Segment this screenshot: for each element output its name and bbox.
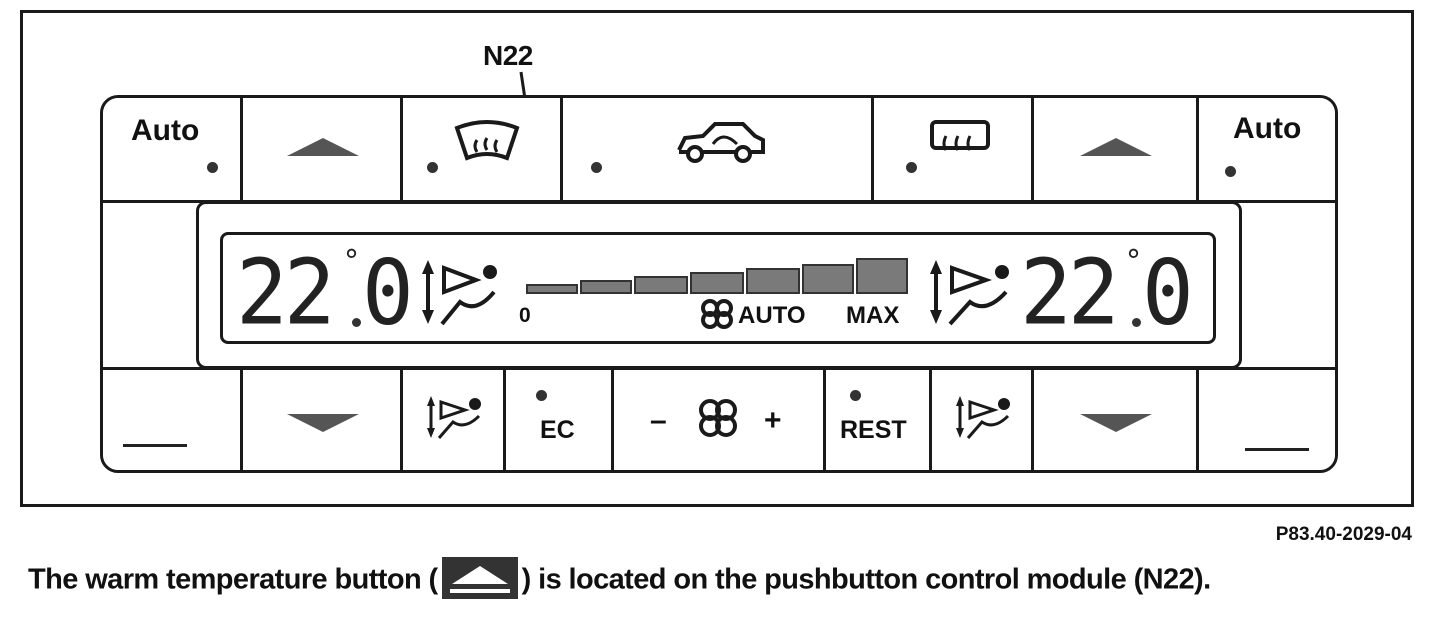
off-right-button[interactable]	[1196, 367, 1335, 470]
fan-level-bar-6	[802, 264, 854, 294]
cool-temp-left-button[interactable]	[240, 367, 403, 470]
warm-temp-button-icon	[441, 557, 518, 599]
rest-label: REST	[840, 416, 907, 444]
rest-indicator	[850, 390, 861, 401]
fan-max-label: MAX	[846, 302, 900, 329]
auto-right-button[interactable]: Auto	[1196, 98, 1335, 203]
diagram-frame	[20, 10, 1414, 507]
left-degree-symbol: °	[344, 244, 359, 279]
warm-temp-left-button[interactable]	[240, 98, 403, 203]
triangle-down-icon	[287, 414, 359, 432]
economy-label: EC	[540, 416, 575, 444]
windshield-defrost-icon	[454, 120, 520, 161]
rear-defrost-indicator	[906, 162, 917, 173]
auto-left-indicator	[207, 162, 218, 173]
left-decimal-point	[352, 318, 361, 327]
triangle-up-icon	[287, 138, 359, 156]
fan-auto-label: AUTO	[738, 302, 806, 329]
auto-left-label: Auto	[131, 114, 200, 147]
rear-defrost-button[interactable]	[871, 98, 1034, 203]
off-right-dash	[1245, 448, 1309, 451]
recirculation-indicator	[591, 162, 602, 173]
fan-level-bar-2	[580, 280, 632, 294]
recirculation-button[interactable]	[560, 98, 874, 203]
figure-caption: The warm temperature button ( ) is locate…	[28, 557, 1212, 602]
fan-min-label: 0	[519, 304, 531, 327]
off-left-dash	[123, 444, 187, 447]
air-distribution-icon	[422, 260, 497, 326]
fan-level-bar-5	[746, 268, 800, 294]
right-degree-symbol: °	[1126, 244, 1141, 279]
fan-icon	[701, 299, 733, 329]
economy-indicator	[536, 390, 547, 401]
rear-defrost-icon	[930, 120, 990, 151]
fan-level-bar-3	[634, 276, 688, 294]
figure-reference-code: P83.40-2029-04	[1275, 524, 1412, 545]
pushbutton-control-module	[100, 95, 1338, 473]
right-temp-decimal: 0	[1142, 240, 1194, 346]
defrost-indicator	[427, 162, 438, 173]
left-temp-digits: 22	[236, 240, 336, 346]
air-distribution-left-button[interactable]	[400, 367, 506, 470]
fan-level-bar-4	[690, 272, 744, 294]
off-left-button[interactable]	[103, 367, 243, 470]
fan-plus-label: +	[764, 404, 782, 437]
auto-left-button[interactable]: Auto	[103, 98, 243, 203]
air-distribution-icon	[930, 260, 1009, 326]
cool-temp-right-button[interactable]	[1031, 367, 1199, 470]
air-distribution-icon	[427, 396, 481, 439]
auto-right-label: Auto	[1233, 112, 1302, 145]
fan-speed-button[interactable]: – +	[611, 367, 826, 470]
fan-level-bar-1	[526, 284, 578, 294]
triangle-down-icon	[1080, 414, 1152, 432]
fan-minus-label: –	[650, 404, 667, 437]
car-recirculation-icon	[677, 122, 765, 163]
callout-label: N22	[483, 40, 533, 71]
right-decimal-point	[1132, 318, 1141, 327]
economy-button[interactable]: EC	[503, 367, 614, 470]
fan-icon	[699, 399, 737, 437]
caption-text-before: The warm temperature button (	[28, 563, 438, 596]
left-temp-decimal: 0	[362, 240, 414, 346]
rest-button[interactable]: REST	[823, 367, 932, 470]
caption-text-after: ) is located on the pushbutton control m…	[521, 563, 1212, 596]
warm-temp-right-button[interactable]	[1031, 98, 1199, 203]
air-distribution-right-button[interactable]	[929, 367, 1034, 470]
right-temp-digits: 22	[1020, 240, 1120, 346]
triangle-up-icon	[1080, 138, 1152, 156]
auto-right-indicator	[1225, 166, 1236, 177]
windshield-defrost-button[interactable]	[400, 98, 563, 203]
fan-level-bar-7	[856, 258, 908, 294]
air-distribution-icon	[956, 396, 1010, 439]
